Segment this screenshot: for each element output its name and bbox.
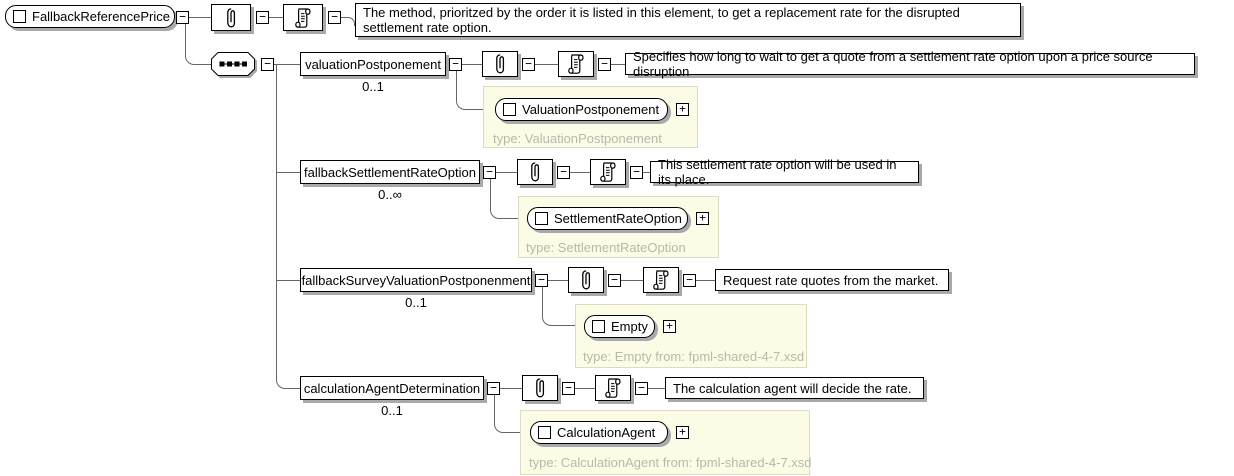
type-element-capsule[interactable]: CalculationAgent	[530, 421, 668, 444]
annotation-toggle[interactable]: −	[598, 58, 611, 71]
connector-line	[570, 172, 590, 173]
scroll-icon	[295, 7, 311, 28]
element-box-fallbackSettlementRateOption[interactable]: fallbackSettlementRateOption	[300, 160, 480, 184]
occurrence-label: 0..1	[381, 403, 403, 418]
collapse-toggle[interactable]: −	[449, 58, 462, 71]
sequence-collapse-toggle[interactable]: −	[261, 58, 274, 71]
type-element-label: Empty	[611, 319, 648, 334]
attributes-box	[568, 267, 604, 293]
connector-elbow	[341, 17, 355, 26]
root-element-capsule[interactable]: FallbackReferencePrice	[5, 5, 175, 28]
connector-line	[643, 172, 650, 173]
connector-line	[500, 388, 522, 389]
expand-toggle[interactable]: +	[676, 426, 689, 439]
connector-elbow	[542, 287, 585, 326]
root-annotation-box	[283, 4, 323, 31]
element-square-icon	[503, 103, 516, 116]
occurrence-label: 0..1	[405, 295, 427, 310]
attributes-toggle[interactable]: −	[562, 382, 575, 395]
type-element-capsule[interactable]: SettlementRateOption	[527, 207, 688, 230]
connector-line	[462, 64, 482, 65]
type-element-label: ValuationPostponement	[522, 102, 660, 117]
element-box-fallbackSurveyValuationPostponenment[interactable]: fallbackSurveyValuationPostponenment	[300, 268, 532, 292]
attributes-toggle[interactable]: −	[608, 274, 621, 287]
annotation-box	[558, 51, 594, 77]
type-note: type: SettlementRateOption	[526, 240, 686, 255]
collapse-toggle[interactable]: −	[535, 274, 548, 287]
attributes-box	[482, 51, 518, 77]
collapse-toggle[interactable]: −	[483, 166, 496, 179]
element-square-icon	[535, 212, 548, 225]
connector-elbow	[456, 71, 496, 110]
occurrence-label: 0..1	[362, 79, 384, 94]
scroll-icon	[605, 378, 621, 398]
annotation-box	[590, 159, 626, 185]
paperclip-icon	[531, 162, 540, 182]
connector-line	[611, 64, 625, 65]
annotation-toggle[interactable]: −	[683, 274, 696, 287]
connector-line	[274, 64, 300, 65]
type-note: type: ValuationPostponement	[493, 131, 662, 146]
occurrence-label: 0..∞	[378, 187, 402, 202]
connector-line	[548, 280, 568, 281]
documentation: This settlement rate option will be used…	[650, 157, 919, 187]
attributes-toggle[interactable]: −	[557, 166, 570, 179]
connector-elbow	[494, 395, 531, 433]
paperclip-icon	[536, 378, 545, 398]
documentation: Specifies how long to wait to get a quot…	[625, 49, 1195, 79]
element-square-icon	[538, 426, 551, 439]
element-square-icon	[13, 10, 26, 23]
type-element-capsule[interactable]: Empty	[584, 315, 655, 338]
type-element-label: CalculationAgent	[557, 425, 656, 440]
attributes-box	[517, 159, 553, 185]
scroll-icon	[653, 270, 669, 290]
connector-elbow	[185, 24, 212, 65]
connector-line	[575, 388, 595, 389]
root-collapse-toggle[interactable]: −	[176, 11, 189, 24]
paperclip-icon	[496, 54, 505, 74]
documentation: The calculation agent will decide the ra…	[665, 377, 924, 399]
type-element-label: SettlementRateOption	[554, 211, 682, 226]
expand-toggle[interactable]: +	[676, 103, 689, 116]
connector-line	[276, 280, 300, 281]
connector-line	[276, 172, 300, 173]
element-box-calculationAgentDetermination[interactable]: calculationAgentDetermination	[300, 376, 484, 400]
element-box-valuationPostponement[interactable]: valuationPostponement	[300, 52, 446, 76]
connector-line	[648, 388, 665, 389]
root-attributes-box	[211, 4, 251, 31]
root-documentation: The method, prioritzed by the order it i…	[355, 3, 1021, 37]
connector-trunk	[276, 64, 301, 389]
connector-line	[269, 17, 283, 18]
expand-toggle[interactable]: +	[663, 320, 676, 333]
type-note: type: Empty from: fpml-shared-4-7.xsd	[583, 349, 805, 364]
paperclip-icon	[582, 270, 591, 290]
annotation-box	[643, 267, 679, 293]
connector-line	[696, 280, 715, 281]
element-square-icon	[592, 320, 605, 333]
annotation-toggle[interactable]: −	[635, 382, 648, 395]
connector-line	[535, 64, 558, 65]
attributes-box	[522, 375, 558, 401]
connector-line	[621, 280, 643, 281]
paperclip-icon	[227, 7, 236, 27]
expand-toggle[interactable]: +	[696, 212, 709, 225]
type-element-capsule[interactable]: ValuationPostponement	[495, 98, 668, 121]
connector-line	[189, 17, 211, 18]
sequence-dots-icon	[211, 52, 257, 78]
connector-elbow	[490, 179, 528, 219]
scroll-icon	[600, 162, 616, 182]
collapse-toggle[interactable]: −	[487, 382, 500, 395]
root-element-label: FallbackReferencePrice	[32, 9, 171, 24]
documentation: Request rate quotes from the market.	[715, 269, 949, 291]
scroll-icon	[568, 54, 584, 74]
root-attributes-toggle[interactable]: −	[256, 11, 269, 24]
root-annotation-toggle[interactable]: −	[328, 11, 341, 24]
annotation-toggle[interactable]: −	[630, 166, 643, 179]
type-note: type: CalculationAgent from: fpml-shared…	[529, 455, 812, 470]
sequence-compositor[interactable]	[211, 52, 258, 79]
connector-line	[496, 172, 517, 173]
annotation-box	[595, 375, 631, 401]
attributes-toggle[interactable]: −	[522, 58, 535, 71]
